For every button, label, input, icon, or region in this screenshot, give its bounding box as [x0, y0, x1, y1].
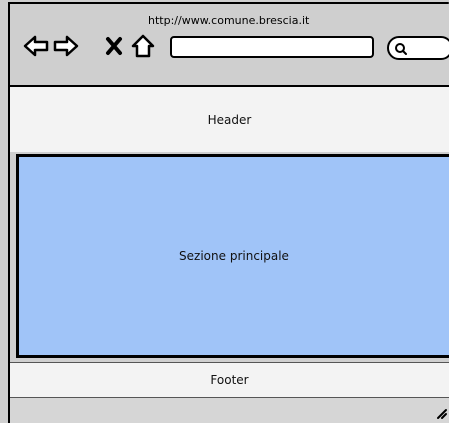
url-display: http://www.comune.brescia.it: [148, 14, 310, 27]
address-bar[interactable]: [170, 36, 374, 58]
arrow-left-icon: [23, 35, 49, 57]
status-bar: [10, 398, 449, 423]
footer-label: Footer: [210, 373, 249, 387]
forward-button[interactable]: [52, 34, 80, 58]
close-icon: [106, 37, 122, 55]
home-icon: [131, 34, 155, 58]
page-header: Header: [10, 87, 449, 152]
window-border-left: [8, 2, 10, 423]
resize-grip-icon[interactable]: [436, 406, 448, 420]
header-label: Header: [207, 112, 252, 127]
search-icon: [395, 43, 407, 55]
home-button[interactable]: [130, 34, 156, 58]
arrow-right-icon: [53, 35, 79, 57]
main-section: Sezione principale: [16, 154, 449, 358]
window-border-top: [8, 2, 449, 4]
stop-button[interactable]: [104, 34, 124, 58]
page-footer: Footer: [10, 362, 449, 398]
search-field[interactable]: [387, 36, 449, 60]
main-section-label: Sezione principale: [179, 249, 289, 263]
toolbar-divider: [10, 85, 449, 87]
back-button[interactable]: [22, 34, 50, 58]
